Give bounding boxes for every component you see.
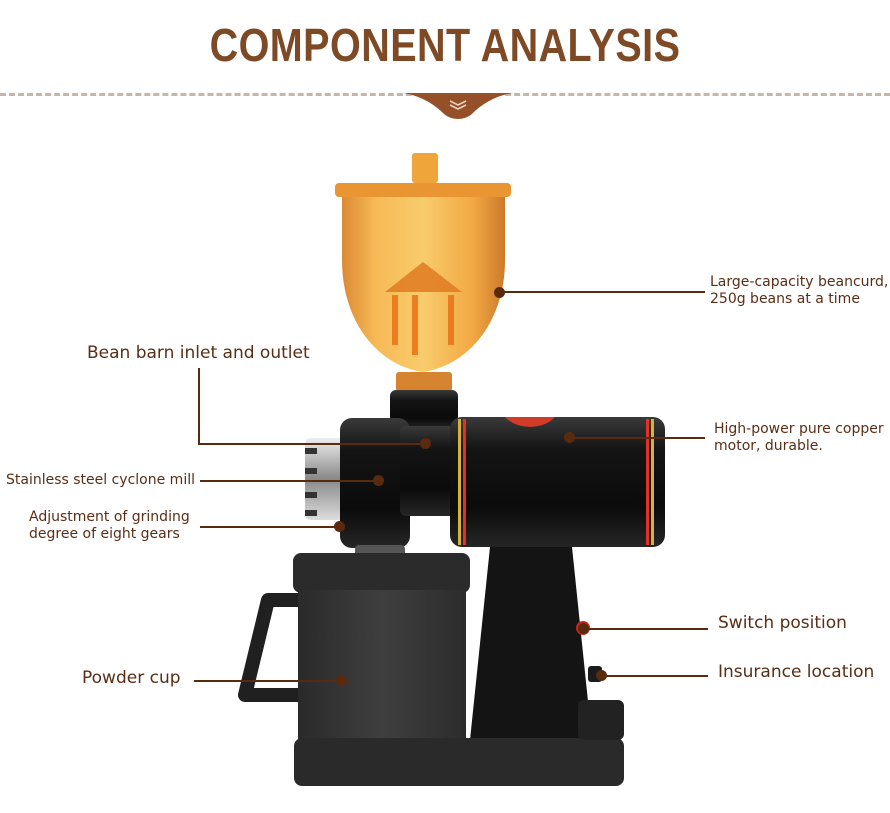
callout-dot <box>596 670 607 681</box>
callout-text: Switch position <box>718 613 847 633</box>
leader-line <box>194 680 340 682</box>
stand <box>470 547 592 740</box>
callout-bean-inlet: Bean barn inlet and outlet <box>87 343 310 363</box>
double-chevron-down-icon <box>403 93 513 119</box>
callout-grind-adjust: Adjustment of grinding degree of eight g… <box>29 509 190 543</box>
callout-dot <box>494 287 505 298</box>
grinding-head <box>305 418 470 548</box>
callout-cyclone-mill: Stainless steel cyclone mill <box>6 472 195 489</box>
callout-motor: High-power pure copper motor, durable. <box>714 421 884 455</box>
callout-text: High-power pure copper <box>714 421 884 437</box>
base <box>294 738 624 786</box>
callout-powder-cup: Powder cup <box>82 668 181 688</box>
motor-housing <box>450 417 665 547</box>
callout-dot <box>420 438 431 449</box>
callout-fuse: Insurance location <box>718 662 874 682</box>
callout-dot <box>564 432 575 443</box>
bean-hopper <box>335 153 511 392</box>
callout-dot <box>336 675 347 686</box>
callout-text: Large-capacity beancurd, <box>710 274 889 290</box>
leader-line <box>200 480 378 482</box>
callout-text: Insurance location <box>718 662 875 682</box>
callout-dot <box>334 521 345 532</box>
leader-line <box>570 437 705 439</box>
callout-dot <box>373 475 384 486</box>
page-title: COMPONENT ANALYSIS <box>209 19 681 71</box>
callout-bean-hopper: Large-capacity beancurd, 250g beans at a… <box>710 274 888 308</box>
leader-line <box>198 443 422 445</box>
powder-cup <box>238 545 470 740</box>
callout-dot <box>578 623 589 634</box>
callout-text: Stainless steel cyclone mill <box>6 472 195 488</box>
leader-line <box>500 291 705 293</box>
leader-line <box>584 628 708 630</box>
callout-text: motor, durable. <box>714 437 823 454</box>
leader-line <box>198 368 200 444</box>
callout-text: 250g beans at a time <box>710 290 860 307</box>
base-rear <box>578 700 624 740</box>
callout-text: degree of eight gears <box>29 525 180 542</box>
callout-text: Powder cup <box>82 668 181 688</box>
callout-text: Adjustment of grinding <box>29 509 190 525</box>
callout-switch: Switch position <box>718 613 847 633</box>
leader-line <box>200 526 338 528</box>
leader-line <box>602 675 708 677</box>
callout-text: Bean barn inlet and outlet <box>87 343 310 363</box>
hopper-neck <box>390 390 458 430</box>
